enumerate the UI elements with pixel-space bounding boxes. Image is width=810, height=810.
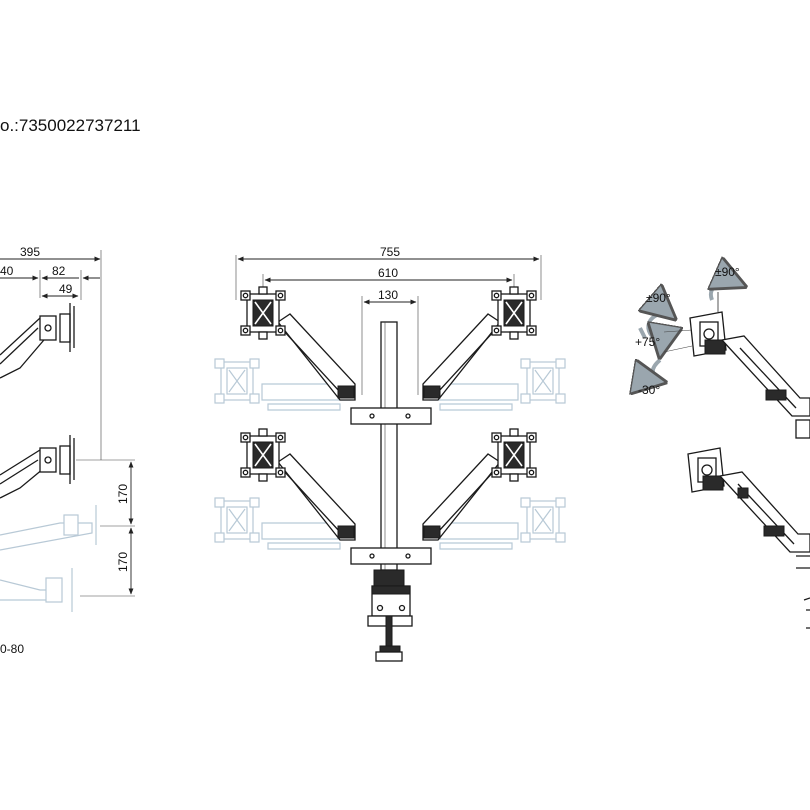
- tilt-down-label: -30°: [638, 383, 660, 397]
- ean-number: o.:7350022737211: [0, 116, 141, 135]
- dim-170-upper: 170: [116, 484, 130, 504]
- tilt-up-label: +75°: [635, 335, 660, 349]
- dim-130: 130: [378, 288, 398, 302]
- rotation-view: ±90° ±90° +75° -30°: [635, 265, 810, 629]
- side-view: 395 40 82 49 170 170 0-80: [0, 245, 135, 656]
- dim-170-lower: 170: [116, 552, 130, 572]
- dim-610: 610: [378, 266, 398, 280]
- dim-40: 40: [0, 264, 14, 278]
- front-view: 755 610 130: [214, 245, 566, 662]
- swivel-label: ±90°: [715, 265, 740, 279]
- dim-755: 755: [380, 245, 400, 259]
- clamp-range: 0-80: [0, 642, 24, 656]
- dim-82: 82: [52, 264, 66, 278]
- tilt-label: ±90°: [646, 291, 671, 305]
- dim-49: 49: [59, 282, 73, 296]
- dim-395: 395: [20, 245, 40, 259]
